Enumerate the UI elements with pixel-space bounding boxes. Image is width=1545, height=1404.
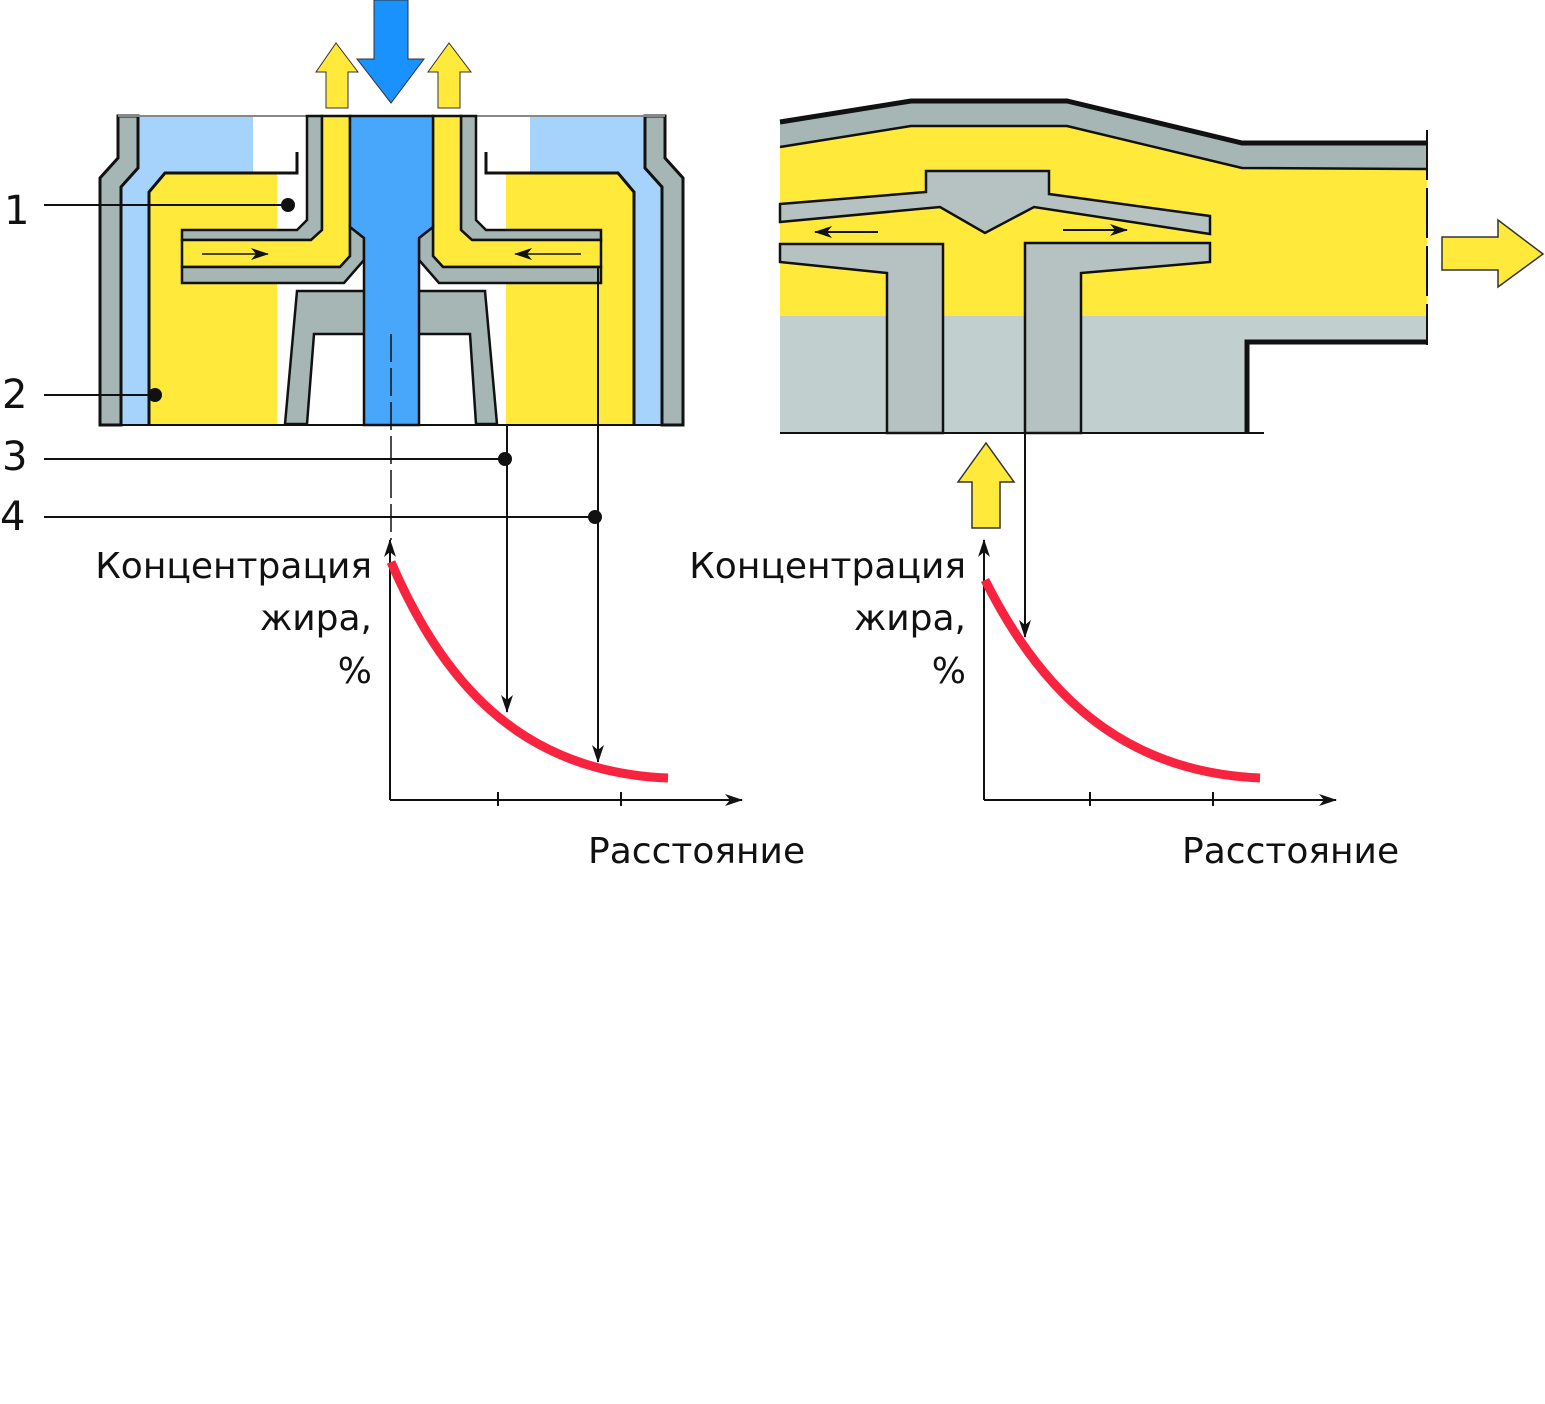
callout-4: 4 <box>0 494 25 540</box>
callouts: 1 2 3 4 <box>0 188 604 763</box>
y-label-line3: % <box>338 651 372 692</box>
bowl-wall <box>780 101 1427 169</box>
y-label-line2: жира, <box>260 598 372 639</box>
y-label-line1: Концентрация <box>689 546 966 587</box>
cream-outlet-arrow-right-icon <box>427 42 473 109</box>
cream-outlet-arrow-left-icon <box>315 42 360 109</box>
left-separator-section <box>98 0 685 427</box>
bowl-outer-contour <box>779 98 1427 146</box>
upper-disc <box>778 169 1212 236</box>
bowl-contour-left <box>147 152 299 425</box>
housing-step <box>1244 339 1427 433</box>
fat-concentration-curve <box>386 560 669 783</box>
callout-2: 2 <box>2 372 27 418</box>
x-label: Расстояние <box>588 831 805 872</box>
cream-inlet-arrow-icon <box>956 441 1016 529</box>
bowl-contour-right <box>484 152 636 425</box>
milk-inlet-arrow-icon <box>355 0 425 104</box>
y-label-line2: жира, <box>854 598 966 639</box>
y-label-line3: % <box>932 651 966 692</box>
cream-zone-right <box>486 173 634 425</box>
right-separator-section <box>778 98 1545 638</box>
left-graph: Концентрация жира, % Расстояние <box>95 539 805 872</box>
cream-zone-left <box>149 173 297 425</box>
fat-concentration-curve <box>980 577 1261 783</box>
cream-outlet-arrow-icon <box>1441 218 1545 289</box>
base-block <box>780 316 1427 433</box>
bowl-inner-contour <box>779 124 1428 171</box>
callout-1: 1 <box>4 188 29 234</box>
right-graph: Концентрация жира, % Расстояние <box>689 539 1399 872</box>
callout-3: 3 <box>2 434 27 480</box>
x-label: Расстояние <box>1182 831 1399 872</box>
y-label-line1: Концентрация <box>95 546 372 587</box>
